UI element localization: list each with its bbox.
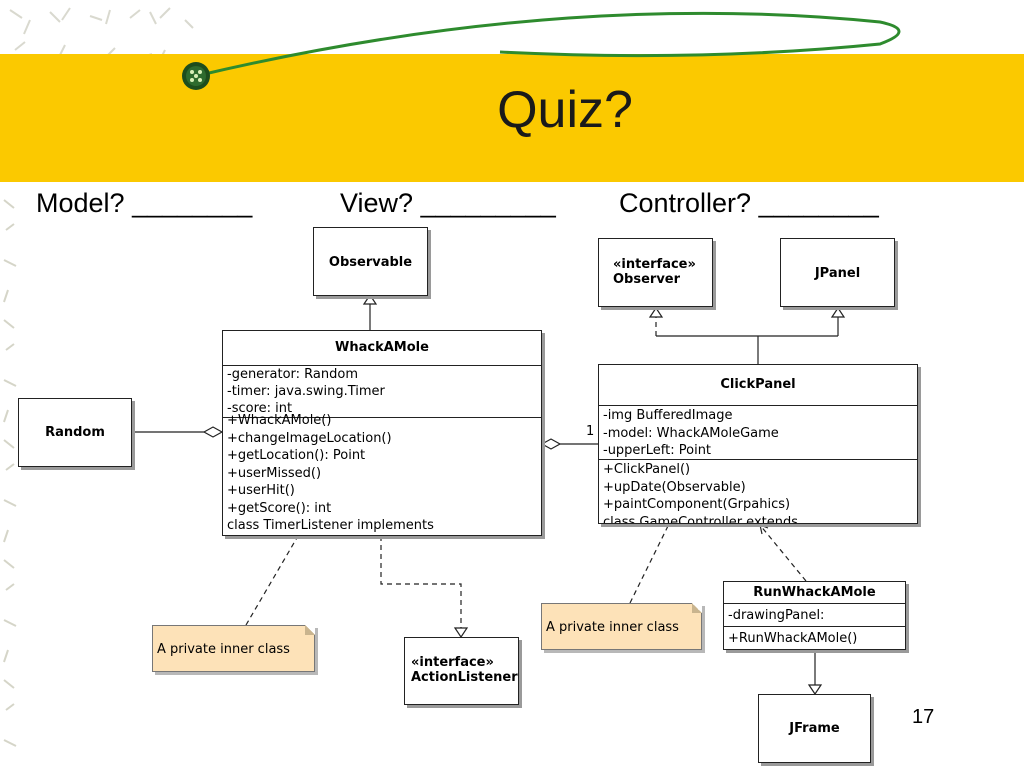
whackamole-op-get-score: +getScore(): int <box>227 500 332 516</box>
question-model: Model? ________ <box>36 188 252 219</box>
runwhackamole-op-constructor: +RunWhackAMole() <box>728 631 858 646</box>
class-jframe: JFrame <box>758 694 871 763</box>
question-view: View? _________ <box>340 188 556 219</box>
whackamole-op-user-hit: +userHit() <box>227 483 295 498</box>
whackamole-inner-class: class TimerListener implements <box>227 518 434 533</box>
class-whackamole: WhackAMole -generator: Random -timer: ja… <box>222 330 542 536</box>
note-inner-class-controller-text: A private inner class <box>546 620 679 635</box>
whackamole-operations: +WhackAMole() +changeImageLocation() +ge… <box>223 413 541 535</box>
whackamole-attr-timer: -timer: java.swing.Timer <box>227 384 385 399</box>
runwhackamole-attr-drawing-panel: -drawingPanel: <box>728 608 825 623</box>
clickpanel-inner-class: class GameController extends <box>603 514 799 524</box>
interface-observer-name: Observer <box>613 272 681 287</box>
clickpanel-attr-upperleft: -upperLeft: Point <box>603 443 712 458</box>
question-view-label: View? <box>340 188 414 218</box>
whackamole-attributes: -generator: Random -timer: java.swing.Ti… <box>223 365 541 417</box>
runwhackamole-attributes: -drawingPanel: <box>724 603 905 626</box>
class-random-name: Random <box>45 425 105 440</box>
whackamole-op-change-image: +changeImageLocation() <box>227 430 392 446</box>
slide-title: Quiz? <box>497 81 633 139</box>
side-texture <box>3 199 17 747</box>
whackamole-op-get-location: +getLocation(): Point <box>227 448 366 463</box>
class-whackamole-name: WhackAMole <box>335 340 429 355</box>
clickpanel-op-paint: +paintComponent(Grpahics) <box>603 497 791 512</box>
class-jpanel-name: JPanel <box>814 266 861 281</box>
clickpanel-op-constructor: +ClickPanel() <box>603 462 691 477</box>
interface-actionlistener: «interface» ActionListener <box>404 637 519 705</box>
class-clickpanel: ClickPanel -img BufferedImage -model: Wh… <box>598 364 918 524</box>
interface-actionlistener-name: ActionListener <box>411 670 518 685</box>
class-jpanel: JPanel <box>780 238 895 307</box>
note-fold-icon <box>692 603 702 613</box>
page-number: 17 <box>912 706 935 728</box>
question-model-blank: ________ <box>132 188 253 218</box>
question-controller: Controller? ________ <box>619 188 879 219</box>
class-observable-name: Observable <box>328 255 413 270</box>
question-controller-blank: ________ <box>758 188 879 218</box>
runwhackamole-operations: +RunWhackAMole() <box>724 626 905 649</box>
clickpanel-operations: +ClickPanel() +upDate(Observable) +paint… <box>599 459 917 524</box>
question-model-label: Model? <box>36 188 125 218</box>
interface-observer: «interface» Observer <box>598 238 713 307</box>
interface-actionlistener-stereotype: «interface» <box>411 655 494 670</box>
note-inner-class-controller: A private inner class <box>541 603 702 650</box>
class-observable: Observable <box>313 227 428 296</box>
interface-observer-stereotype: «interface» <box>613 257 696 272</box>
class-runwhackamole-name: RunWhackAMole <box>753 585 876 600</box>
whackamole-attr-generator: -generator: Random <box>227 367 358 382</box>
clickpanel-op-update: +upDate(Observable) <box>603 479 746 495</box>
class-clickpanel-name: ClickPanel <box>720 377 796 392</box>
clickpanel-attributes: -img BufferedImage -model: WhackAMoleGam… <box>599 405 917 459</box>
question-controller-label: Controller? <box>619 188 752 218</box>
note-inner-class-timer-text: A private inner class <box>157 642 290 657</box>
note-inner-class-timer: A private inner class <box>152 625 315 672</box>
whackamole-op-user-missed: +userMissed() <box>227 465 322 481</box>
whackamole-op-constructor: +WhackAMole() <box>227 413 332 428</box>
multiplicity-label: 1 <box>586 424 595 439</box>
class-jframe-name: JFrame <box>789 721 840 736</box>
whackamole-attr-score: -score: int <box>227 401 293 416</box>
clickpanel-attr-img: -img BufferedImage <box>603 408 733 423</box>
note-fold-icon <box>305 625 315 635</box>
class-runwhackamole: RunWhackAMole -drawingPanel: +RunWhackAM… <box>723 581 906 650</box>
clickpanel-attr-model: -model: WhackAMoleGame <box>603 425 779 441</box>
title-banner <box>0 54 1024 182</box>
class-random: Random <box>18 398 132 467</box>
question-view-blank: _________ <box>420 188 556 218</box>
